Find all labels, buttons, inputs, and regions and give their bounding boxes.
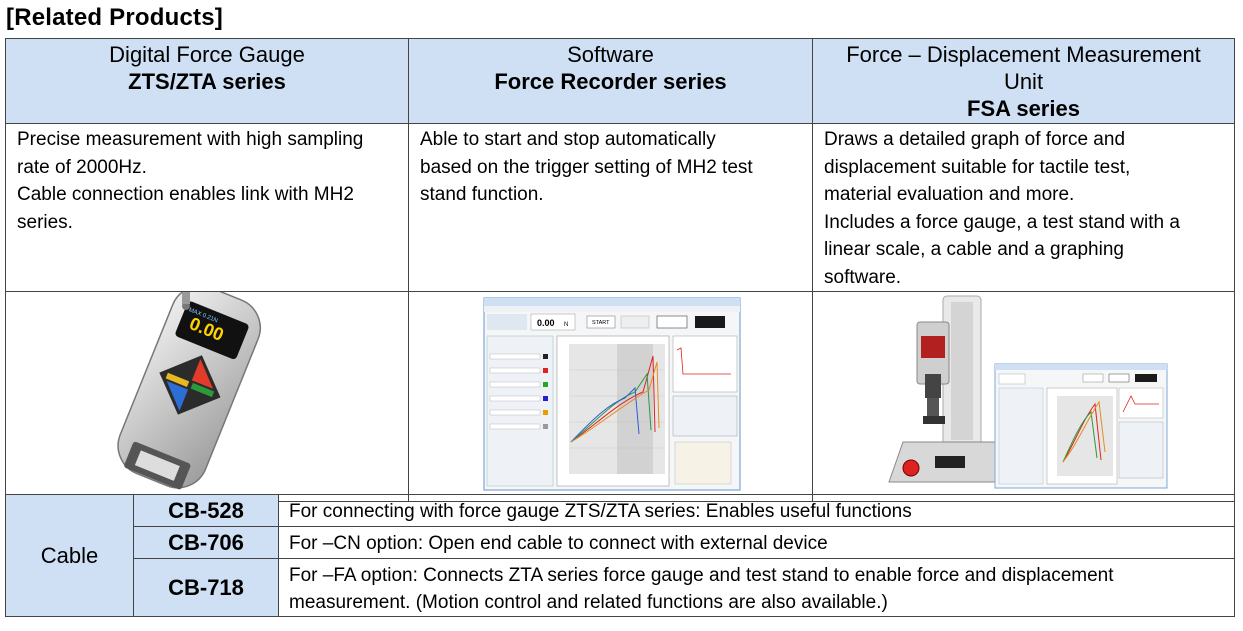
description-line: Draws a detailed graph of force and [824, 129, 1126, 150]
header-row: Digital Force Gauge ZTS/ZTA series Softw… [5, 38, 1235, 124]
cable-description-line: measurement. (Motion control and related… [289, 591, 888, 613]
series-label: ZTS/ZTA series [128, 69, 286, 94]
cable-label: Cable [5, 494, 134, 617]
header-software: Software Force Recorder series [408, 38, 813, 124]
fsa-unit-image [812, 291, 1235, 502]
software-window-illustration: 0.00 N START [483, 297, 741, 491]
series-label: Force Recorder series [494, 69, 727, 94]
category-label: Digital Force Gauge [109, 42, 305, 67]
cable-row: CB-718 For –FA option: Connects ZTA seri… [6, 558, 1235, 617]
description-line: Includes a force gauge, a test stand wit… [824, 211, 1180, 233]
cable-description-line: For –CN option: Open end cable to connec… [289, 533, 828, 554]
description-row: Precise measurement with high sampling r… [5, 123, 1235, 292]
cable-row: CB-706 For –CN option: Open end cable to… [6, 526, 1235, 559]
description-line: series. [17, 211, 73, 233]
description-line: rate of 2000Hz. [17, 156, 147, 178]
description-line: based on the trigger setting of MH2 test [420, 156, 753, 178]
related-products-table: Digital Force Gauge ZTS/ZTA series Softw… [5, 38, 1235, 502]
description-force-gauge: Precise measurement with high sampling r… [5, 123, 409, 292]
software-screenshot-image: 0.00 N START [408, 291, 813, 502]
cable-code: CB-718 [133, 558, 279, 617]
description-fsa: Draws a detailed graph of force and disp… [812, 123, 1235, 292]
image-row: 0.00 MAX 0.21N [5, 285, 1235, 502]
cable-code: CB-528 [133, 494, 279, 527]
force-gauge-image: 0.00 MAX 0.21N [5, 285, 409, 502]
software-reading: 0.00 [537, 318, 555, 328]
page-title: [Related Products] [6, 4, 223, 31]
fsa-unit-illustration [888, 295, 1168, 489]
cable-description: For connecting with force gauge ZTS/ZTA … [278, 494, 1235, 527]
description-line: material evaluation and more. [824, 184, 1075, 205]
cable-description-line: For connecting with force gauge ZTS/ZTA … [289, 501, 912, 522]
category-label-line: Unit [1003, 69, 1044, 94]
cable-row: Cable CB-528 For connecting with force g… [5, 494, 1235, 617]
software-start-label: START [592, 320, 610, 326]
cable-table: Cable CB-528 For connecting with force g… [5, 494, 1235, 617]
description-line: displacement suitable for tactile test, [824, 156, 1131, 178]
category-label-line: Force – Displacement Measurement [846, 42, 1201, 67]
category-label: Software [567, 42, 654, 67]
force-gauge-illustration: 0.00 MAX 0.21N [117, 285, 261, 490]
description-line: Able to start and stop automatically [420, 129, 716, 150]
header-force-gauge: Digital Force Gauge ZTS/ZTA series [5, 38, 409, 124]
description-software: Able to start and stop automatically bas… [408, 123, 813, 292]
cable-description: For –CN option: Open end cable to connec… [278, 526, 1235, 559]
description-line: Cable connection enables link with MH2 [17, 184, 354, 205]
software-unit: N [564, 322, 568, 328]
description-line: software. [824, 266, 902, 288]
header-fsa: Force – Displacement Measurement Unit FS… [812, 38, 1235, 124]
cable-description: For –FA option: Connects ZTA series forc… [278, 558, 1235, 617]
description-line: Precise measurement with high sampling [17, 129, 364, 150]
description-line: linear scale, a cable and a graphing [824, 239, 1124, 260]
cable-description-line: For –FA option: Connects ZTA series forc… [289, 564, 1114, 586]
description-line: stand function. [420, 184, 544, 205]
cable-code: CB-706 [133, 526, 279, 559]
series-label: FSA series [967, 96, 1080, 121]
